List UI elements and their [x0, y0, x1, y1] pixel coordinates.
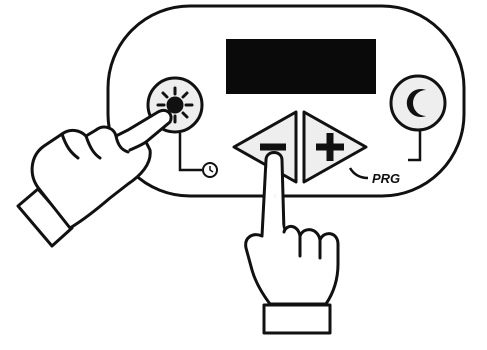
moon-button[interactable]	[391, 76, 445, 130]
lcd-display	[226, 39, 376, 94]
prg-label: PRG	[372, 171, 400, 186]
clock-icon	[203, 163, 217, 177]
